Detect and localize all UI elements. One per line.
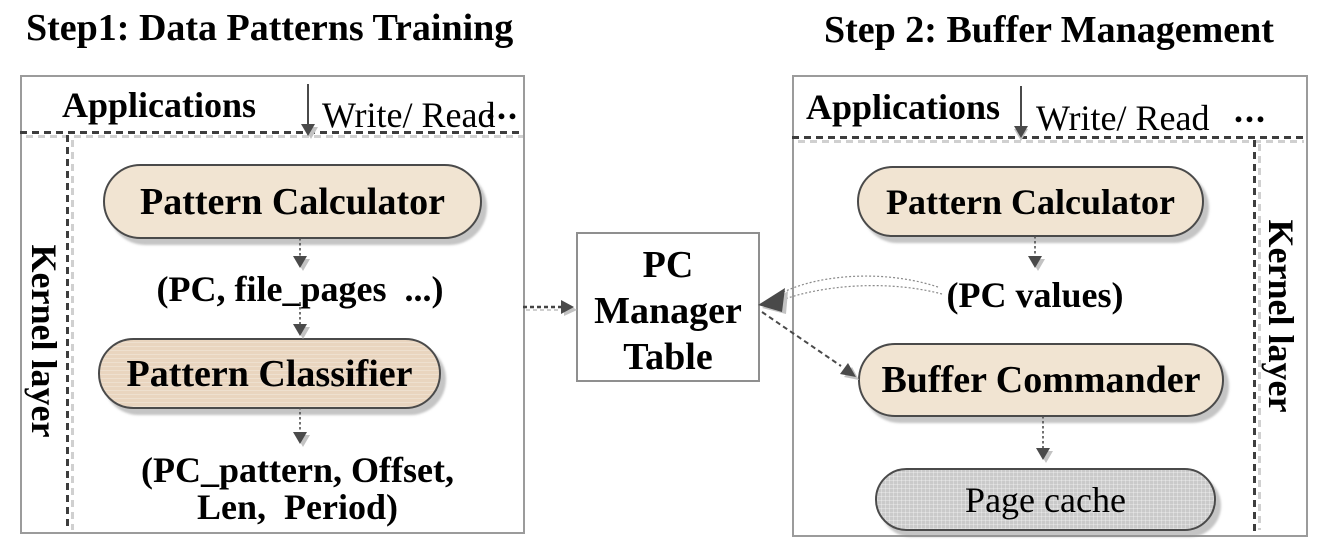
step2-divider-shadow: [798, 140, 1304, 143]
step2-ellipsis: ...: [1234, 90, 1267, 130]
step1-applications-label: Applications: [62, 85, 257, 125]
step1-kernel-layer-label: Kernel layer: [24, 244, 64, 438]
step2-kernel-vline-shadow: [1258, 144, 1261, 530]
step2-kernel-divider: [792, 136, 1304, 139]
step1-classifier-output-line2: Len, Period): [197, 487, 398, 527]
pc-manager-table-line2: Manager: [594, 290, 742, 332]
step2-title: Step 2: Buffer Management: [824, 9, 1274, 51]
step1-pattern-calculator: Pattern Calculator: [103, 164, 482, 239]
step1-pattern-classifier: Pattern Classifier: [98, 338, 441, 409]
pc-manager-table: PC Manager Table: [576, 232, 760, 382]
step1-kernel-vline: [66, 135, 69, 530]
step2-write-read-label: Write/ Read: [1036, 98, 1210, 138]
step2-kernel-vline: [1253, 140, 1256, 531]
step1-title: Step1: Data Patterns Training: [26, 7, 514, 49]
step1-calc-output-text: (PC, file_pages ...): [156, 269, 444, 309]
step1-to-table-arrow-icon: [523, 300, 577, 316]
pc-manager-table-line3: Table: [623, 336, 713, 378]
step1-panel: [20, 75, 525, 534]
step2-calc-output-text: (PC values): [946, 275, 1124, 315]
step1-classifier-output-line1: (PC_pattern, Offset,: [141, 450, 454, 490]
step1-divider-shadow: [26, 135, 523, 138]
step2-buffer-commander: Buffer Commander: [858, 343, 1224, 417]
step2-page-cache: Page cache: [875, 468, 1216, 531]
step1-write-read-label: Write/ Read: [322, 95, 496, 135]
step2-pattern-calculator: Pattern Calculator: [857, 166, 1204, 237]
step1-kernel-vline-shadow: [71, 140, 74, 530]
step1-ellipsis: ...: [486, 87, 519, 127]
step2-applications-label: Applications: [806, 87, 1001, 127]
step2-kernel-layer-label: Kernel layer: [1261, 219, 1301, 413]
step1-kernel-divider: [20, 131, 521, 134]
pc-manager-table-line1: PC: [642, 244, 694, 286]
